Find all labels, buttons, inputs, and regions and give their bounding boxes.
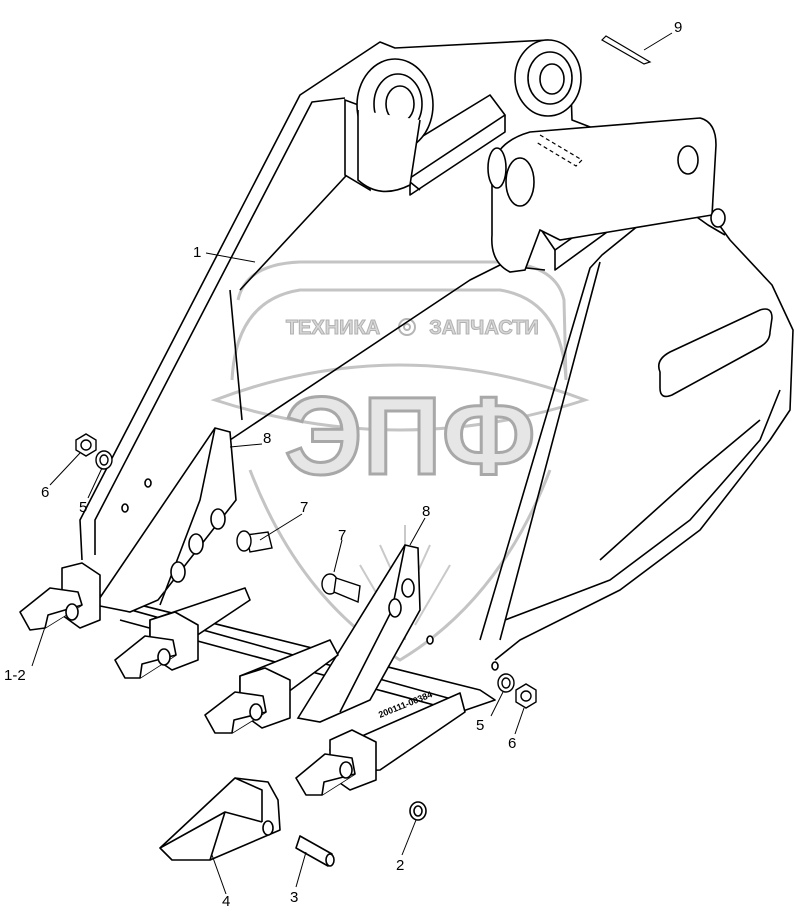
callout-3: 3 [290,889,298,906]
callout-7-left: 7 [300,499,308,516]
callout-7-right: 7 [338,527,346,544]
washers-nuts [75,433,537,709]
tooth-4 [295,692,466,796]
watermark-logo: ЭПФ [284,375,535,498]
callout-5-left: 5 [79,499,87,516]
pin-retainer [409,801,427,821]
callout-labels: 1 1-2 2 3 4 5 6 5 6 7 7 8 8 9 [4,19,682,910]
tooth-2 [114,587,251,679]
tooth-1 [19,562,101,631]
leader-lines [31,32,673,895]
side-slot [657,308,773,398]
watermark-bottom-text: ЗАПЧАСТИ [429,317,539,339]
exploded-tooth [159,777,281,861]
callout-8-right: 8 [422,503,430,520]
tooth-pin [295,835,335,867]
callout-9: 9 [674,19,682,36]
side-cutter-right [296,544,499,723]
callout-4: 4 [222,893,230,910]
tooth-3 [204,639,339,734]
tooth-adapters [19,562,466,867]
watermark: ТЕХНИКА ЗАПЧАСТИ ЭПФ [210,260,590,662]
callout-2: 2 [396,857,404,874]
callout-6-left: 6 [41,484,49,501]
callout-1-2: 1-2 [4,667,26,684]
right-boss-bore [539,63,565,95]
bolt-right [321,573,361,604]
bolt-left [236,530,273,553]
side-cutter-left [93,427,237,613]
watermark-top-text: ТЕХНИКА [286,317,380,339]
mounting-bosses [344,39,773,398]
callout-8-left: 8 [263,430,271,447]
callout-5-right: 5 [476,717,484,734]
callout-6-right: 6 [508,735,516,752]
shim-plate [535,35,652,167]
callout-1: 1 [193,244,201,261]
front-link-plate [491,117,717,273]
